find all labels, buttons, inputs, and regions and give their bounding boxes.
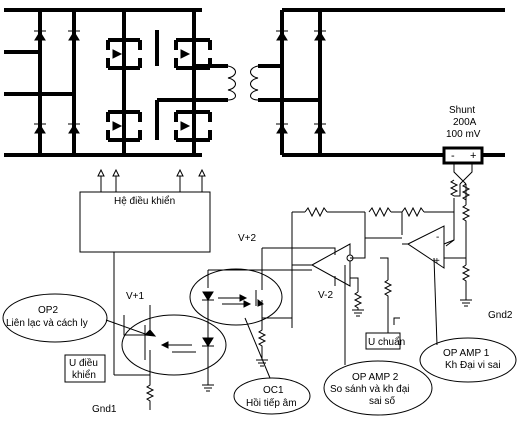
optocoupler-op2: V+1 [114,291,227,410]
opamp2-description: So sánh và kh đại [330,384,410,395]
resistor-icon [461,204,471,265]
oc1-description: Hồi tiếp âm [246,397,297,409]
callout-oc1: OC1 Hồi tiếp âm [233,317,311,415]
control-voltage-box: U điều khiển [64,354,106,383]
resistor-icon [383,279,393,335]
resistor-icon [449,179,459,197]
opamp2-title: OP AMP 2 [352,372,399,383]
led-icon [202,337,214,347]
opamp2-description-2: sai số [369,395,396,407]
ground-icon [202,384,214,392]
diode-icon [314,123,326,134]
oc1-title: OC1 [263,385,284,396]
controller-block: Hệ điều khiển [79,168,211,375]
resistor-icon [304,206,328,218]
op2-description: Liên lạc và cách ly [6,318,88,329]
shunt-resistor: Shunt 200A 100 mV - + [442,105,505,200]
callout-opamp1: OP AMP 1 Kh Đại vi sai [419,257,517,383]
opamp2-vplus-label: V+2 [238,233,257,244]
shunt-voltage: 100 mV [446,129,481,140]
led-icon [202,291,214,301]
transformer-icon [227,64,300,102]
control-voltage-label-2: khiển [72,369,96,381]
op2-title: OP2 [38,305,58,316]
callout-opamp2: OP AMP 2 So sánh và kh đại sai số [323,265,433,416]
ground-symbols [202,299,472,392]
opamp1-description: Kh Đại vi sai [445,360,501,371]
diode-icon [34,123,46,134]
control-voltage-label: U điều [69,357,98,369]
shunt-label: Shunt [449,105,475,116]
op-amp-1: - + [402,225,466,269]
diode-icon [276,30,288,41]
control-output-arrows [97,168,206,192]
opamp1-plus-sign: + [434,256,440,267]
shunt-plus-sign: + [470,150,476,162]
resistor-icon [461,264,471,300]
resistor-icon [257,318,267,360]
h-bridge-inverter [92,8,228,157]
transistor-icon [180,49,191,59]
transistor-icon [112,121,123,131]
ground-icon [256,359,268,367]
resistor-icon [368,206,392,218]
callout-op2: OP2 Liên lạc và cách ly [2,293,149,343]
resistor-icon [145,375,155,410]
input-rectifier-bridge [4,8,92,157]
op2-vplus-label: V+1 [126,291,145,302]
optocoupler-oc1 [189,268,293,385]
opamp1-minus-sign: - [436,232,439,243]
shunt-minus-sign: - [451,150,455,162]
resistor-icon [353,291,363,310]
ground-icon [393,317,400,325]
gnd2-label: Gnd2 [488,310,513,321]
controller-label: Hệ điều khiển [114,195,175,207]
op-amp-2: V+2 V-2 [238,233,402,310]
phototransistor-icon [255,290,264,307]
diode-icon [276,123,288,134]
opamp1-title: OP AMP 1 [443,348,490,359]
ground-icon [352,309,364,317]
reference-voltage-label: U chuẩn [368,336,405,348]
resistor-icon [401,206,425,218]
diode-icon [314,30,326,41]
transistor-icon [112,49,123,59]
opamp2-vminus-label: V-2 [318,290,333,301]
diode-icon [34,30,46,41]
diode-icon [68,30,80,41]
resistor-icon [461,183,471,201]
gnd1-label: Gnd1 [92,404,117,415]
shunt-rating: 200A [453,117,477,128]
transistor-icon [180,121,191,131]
diode-icon [68,123,80,134]
reference-voltage-box: U chuẩn [365,332,405,350]
ground-icon [460,299,472,307]
output-rectifier-bridge [276,8,505,157]
